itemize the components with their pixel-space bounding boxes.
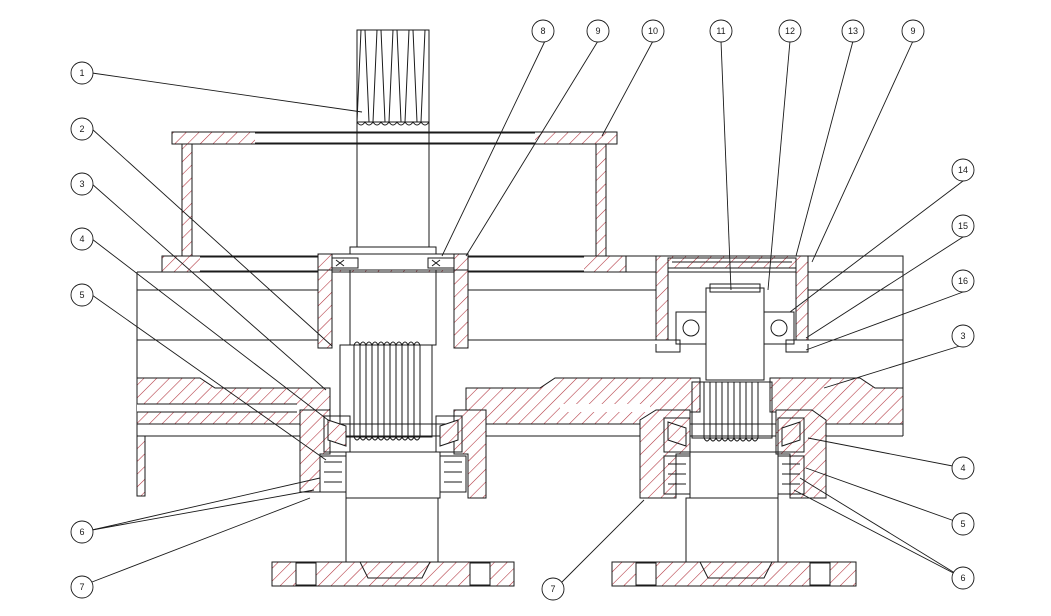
balloon-1: 1 xyxy=(70,61,94,85)
balloon-7-left: 7 xyxy=(70,575,94,599)
balloon-2: 2 xyxy=(70,117,94,141)
needle-bearing-left-top xyxy=(331,257,359,269)
balloon-14: 14 xyxy=(951,158,975,182)
left-pinion-gear xyxy=(339,344,433,438)
needle-bearing-right-top xyxy=(427,257,455,269)
balloon-5-right: 5 xyxy=(951,512,975,536)
right-shaft-stub xyxy=(705,287,765,381)
left-shaft-assembly xyxy=(271,29,515,587)
taper-bearing-right xyxy=(435,415,463,453)
svg-text:4: 4 xyxy=(960,463,965,473)
svg-text:3: 3 xyxy=(960,331,965,341)
lower-wall-left xyxy=(136,435,146,497)
svg-text:8: 8 xyxy=(540,26,545,36)
ball-bearing-right xyxy=(763,311,795,345)
svg-text:12: 12 xyxy=(785,26,795,36)
callout-balloons: 1 2 3 4 5 6 7 8 9 10 11 12 13 9 14 15 16… xyxy=(70,19,975,601)
ball-bearing-left xyxy=(675,311,707,345)
svg-text:9: 9 xyxy=(595,26,600,36)
svg-text:14: 14 xyxy=(958,165,968,175)
balloon-13: 13 xyxy=(841,19,865,43)
svg-text:7: 7 xyxy=(79,582,84,592)
svg-text:9: 9 xyxy=(910,26,915,36)
balloon-3-left: 3 xyxy=(70,172,94,196)
lower-bearing-left xyxy=(319,455,347,493)
svg-text:11: 11 xyxy=(716,26,725,36)
bearing-housing-right-wall xyxy=(453,269,469,349)
taper-bearing-left xyxy=(323,415,351,453)
cover-wall-right xyxy=(595,143,607,257)
svg-text:6: 6 xyxy=(79,527,84,537)
balloon-4-left: 4 xyxy=(70,227,94,251)
balloon-12: 12 xyxy=(778,19,802,43)
left-output-shaft xyxy=(345,497,439,563)
lower-bearing-housing-left xyxy=(299,409,331,493)
balloon-9-left: 9 xyxy=(586,19,610,43)
balloon-11: 11 xyxy=(709,19,733,43)
right-driven-gear xyxy=(691,381,773,439)
input-spline-shaft xyxy=(356,29,430,123)
lower-bearing-housing-right xyxy=(453,409,487,499)
balloon-6-left: 6 xyxy=(70,520,94,544)
svg-text:2: 2 xyxy=(79,124,84,134)
svg-text:16: 16 xyxy=(958,276,968,286)
balloon-6-right: 6 xyxy=(951,566,975,590)
right-bearing-cap xyxy=(655,255,809,341)
balloon-4-right: 4 xyxy=(951,456,975,480)
balloon-9-right: 9 xyxy=(901,19,925,43)
bearing-housing-left-wall xyxy=(317,269,333,349)
svg-text:5: 5 xyxy=(960,519,965,529)
lower-bearing-right xyxy=(439,455,467,493)
svg-text:5: 5 xyxy=(79,290,84,300)
balloon-3-right: 3 xyxy=(951,324,975,348)
right-shaft-assembly xyxy=(611,255,857,587)
right-lower-housing-left xyxy=(639,409,691,499)
svg-text:1: 1 xyxy=(79,68,84,78)
balloon-15: 15 xyxy=(951,214,975,238)
leader-lines xyxy=(91,40,964,590)
svg-text:7: 7 xyxy=(550,584,555,594)
spline-teeth xyxy=(356,29,426,123)
svg-text:6: 6 xyxy=(960,573,965,583)
balloon-16: 16 xyxy=(951,269,975,293)
balloon-10: 10 xyxy=(641,19,665,43)
balloon-8: 8 xyxy=(531,19,555,43)
balloon-7-right: 7 xyxy=(541,577,565,601)
left-base-flange xyxy=(271,561,515,587)
right-lower-housing-right xyxy=(775,409,827,499)
balloon-5-left: 5 xyxy=(70,283,94,307)
right-base-flange xyxy=(611,561,857,587)
right-output-shaft xyxy=(685,497,779,563)
svg-text:13: 13 xyxy=(848,26,858,36)
svg-text:3: 3 xyxy=(79,179,84,189)
svg-text:15: 15 xyxy=(958,221,968,231)
cover-wall-left xyxy=(181,143,193,257)
svg-text:4: 4 xyxy=(79,234,84,244)
svg-text:10: 10 xyxy=(648,26,658,36)
